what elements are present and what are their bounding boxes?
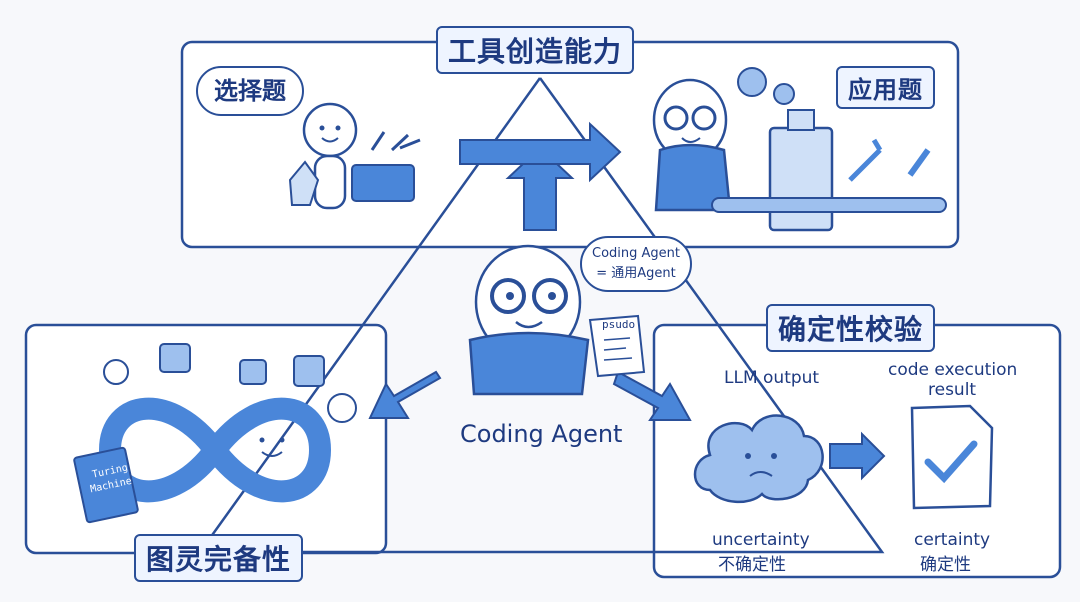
thought-line-2: = 通用Agent <box>596 266 676 281</box>
code-result-label-line2: result <box>928 380 977 400</box>
certainty-label-en: certainty <box>914 530 991 550</box>
cloud-to-doc-arrow <box>829 431 886 481</box>
uncertainty-label-zh: 不确定性 <box>718 555 786 575</box>
right-arrow <box>459 121 622 183</box>
application-character <box>652 67 947 232</box>
center-caption: Coding Agent <box>460 420 623 448</box>
agent-thought-bubble: Coding Agent = 通用Agent <box>580 236 692 292</box>
application-question-tag: 应用题 <box>836 66 935 109</box>
uncertainty-cloud <box>693 414 824 504</box>
scroll-text: psudo <box>602 318 636 331</box>
choice-character <box>288 102 421 210</box>
certainty-document <box>910 404 994 510</box>
code-result-label-line1: code execution <box>888 360 1018 380</box>
top-title-tag: 工具创造能力 <box>436 26 635 74</box>
triangle-outline <box>197 77 885 554</box>
left-down-arrow <box>368 370 442 419</box>
choice-question-bubble: 选择题 <box>196 66 304 116</box>
llm-output-label: LLM output <box>724 368 820 388</box>
infinity-loop <box>73 343 357 524</box>
right-down-arrow <box>612 370 692 421</box>
uncertainty-label-en: uncertainty <box>712 530 810 550</box>
bottom-left-title-tag: 图灵完备性 <box>134 534 304 582</box>
certainty-label-zh: 确定性 <box>920 555 971 575</box>
coding-agent-character <box>468 244 646 396</box>
thought-line-1: Coding Agent <box>592 246 680 261</box>
right-title-tag: 确定性校验 <box>766 304 936 352</box>
